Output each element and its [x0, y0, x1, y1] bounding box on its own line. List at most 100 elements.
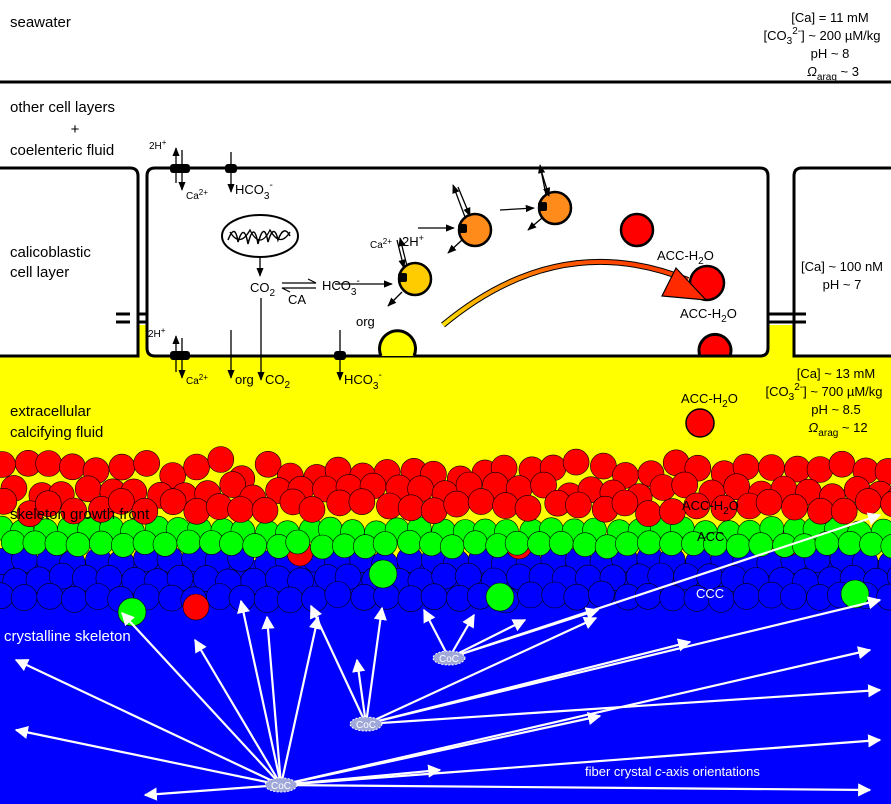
transporter-hco3-top	[225, 152, 237, 193]
acc-h2o-particle	[60, 497, 87, 525]
label-acc-h2o-2: ACC-H2O	[680, 306, 737, 325]
acc-particle	[419, 531, 444, 557]
acc-particle	[152, 532, 178, 557]
ecf-ca: [Ca] ~ 13 mM	[797, 366, 875, 381]
label-ca-bottom: Ca2+	[186, 373, 208, 387]
c-axis-arrow	[280, 783, 872, 797]
acc-h2o-particle	[443, 490, 471, 518]
label-acc-h2o-1: ACC-H2O	[657, 248, 714, 267]
acc-particle	[725, 533, 751, 559]
seawater-ph: pH ~ 8	[811, 46, 850, 61]
label-hco3-top: HCO3-	[235, 180, 273, 202]
acc-h2o-particle	[635, 500, 662, 527]
label-ccc: CCC	[696, 586, 724, 601]
acc-particle	[636, 530, 662, 556]
acc-h2o-particle	[880, 490, 891, 517]
label-ca-enzyme: CA	[288, 292, 306, 307]
acc-particle	[372, 531, 398, 556]
acc-h2o-particle	[131, 497, 159, 525]
acc-particle	[548, 530, 574, 556]
ecf-chemistry: [Ca] ~ 13 mM [CO32-] ~ 700 µM/kg pH ~ 8.…	[766, 366, 883, 439]
ccc-particle	[517, 581, 544, 609]
ccc-particle	[84, 583, 112, 610]
maturation-arc	[441, 259, 689, 327]
acc-h2o-particle	[159, 488, 187, 516]
acc-h2o-particle	[227, 496, 254, 523]
acc-h2o-particle	[397, 494, 425, 522]
label-hco3-cell: HCO3-	[322, 276, 360, 298]
calcifying-fluid-label: calcifying fluid	[10, 424, 103, 441]
coc-label-3: CoC	[271, 781, 291, 792]
exocytosis-vesicle-organic	[378, 329, 417, 357]
acc-particle-fluid	[685, 408, 715, 438]
vesicle-1	[387, 237, 433, 307]
ccc-particle	[206, 583, 233, 610]
mitochondrion	[221, 214, 299, 258]
c-axis-arrow	[14, 659, 282, 786]
acc-particle	[176, 529, 202, 555]
coc-cluster-2: CoC	[349, 716, 383, 732]
ecf-co3: [CO32-] ~ 700 µM/kg	[766, 382, 883, 403]
acc-h2o-particle	[514, 494, 542, 522]
coc-label-2: CoC	[356, 720, 376, 731]
ccc-particle	[10, 584, 38, 611]
acc-h2o-particle	[530, 471, 557, 499]
ccc-particle	[634, 582, 662, 610]
acc-h2o-particle	[251, 496, 279, 524]
label-2h-bottom: 2H+	[148, 326, 166, 340]
cell-ca: [Ca] ~ 100 nM	[801, 259, 883, 274]
other-cells-plus: +	[71, 121, 80, 138]
transporter-hco3-bottom	[334, 330, 346, 381]
embedded-acc	[368, 559, 398, 589]
vesicle-3	[499, 164, 573, 231]
acc-h2o-particle	[0, 488, 18, 515]
acc-particle	[242, 533, 267, 558]
ccc-particle	[36, 582, 64, 610]
junction-left	[116, 312, 147, 324]
acc-particle	[527, 531, 552, 556]
label-acc-h2o-4: ACC-H2O	[682, 498, 739, 517]
crystalline-skeleton-label: crystalline skeleton	[4, 628, 131, 645]
vesicle-2	[418, 184, 493, 254]
seawater-chemistry: [Ca] = 11 mM [CO32-] ~ 200 µM/kg pH ~ 8 …	[764, 10, 881, 83]
acc-h2o-particle	[781, 493, 808, 521]
acc-h2o-particle	[59, 453, 86, 481]
acc-h2o-particle	[34, 490, 62, 518]
calicoblastic-label: calicoblastic	[10, 244, 91, 261]
label-2h-vesicle: 2H+	[402, 233, 424, 249]
coc-cluster-1: CoC	[432, 650, 466, 666]
acc-particle	[615, 531, 640, 557]
seawater-ca: [Ca] = 11 mM	[791, 10, 868, 25]
ccc-particle	[420, 583, 448, 611]
c-axis-arrow	[194, 638, 282, 786]
calicoblastic-cell	[145, 166, 770, 358]
c-axis-arrow	[352, 658, 368, 725]
fiber-label-text: fiber crystal	[585, 764, 655, 779]
c-axis-arrow	[143, 783, 282, 801]
acc-particle	[880, 534, 891, 559]
seawater-label: seawater	[10, 14, 71, 31]
ccc-particle	[659, 584, 687, 612]
c-axis-arrow	[14, 725, 282, 787]
c-axis-arrow	[448, 619, 527, 659]
acc-particle	[22, 530, 48, 556]
ccc-particle	[780, 583, 807, 610]
acc-h2o-particle	[298, 496, 326, 523]
acc-h2o-particle	[683, 492, 711, 520]
acc-particle	[439, 534, 465, 560]
acc-particle	[111, 532, 136, 558]
acc-particle	[572, 532, 598, 558]
acc-h2o-particle	[35, 450, 62, 477]
acc-h2o-particle	[133, 450, 160, 477]
label-org-vesicle: org	[356, 314, 375, 329]
ccc-particle	[301, 585, 328, 613]
junction-right	[768, 312, 806, 324]
ccc-particle	[397, 585, 425, 613]
acc-h2o-particle	[806, 456, 834, 483]
acc-particle	[748, 532, 774, 557]
acc-particle	[837, 530, 863, 556]
acc-vesicle-cell	[619, 212, 655, 248]
acc-h2o-particle	[420, 497, 448, 525]
acc-h2o-particle	[467, 488, 495, 515]
